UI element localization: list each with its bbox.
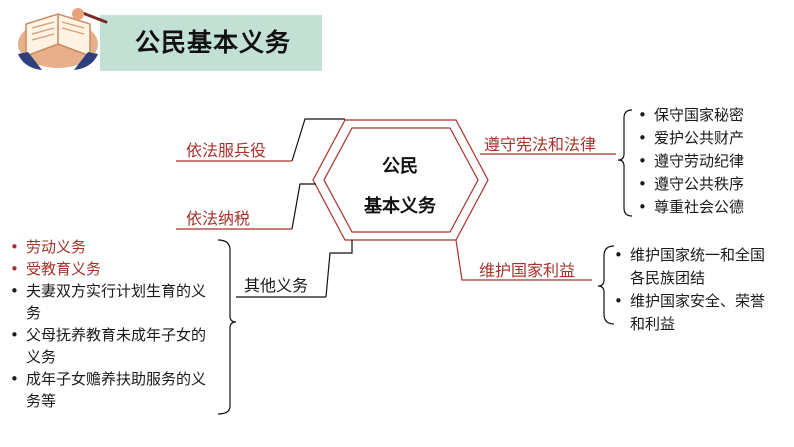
branch-other-duties: 其他义务 [244,276,309,295]
page-title: 公民基本义务 [135,28,292,57]
other-duties-list: 劳动义务 受教育义务 夫妻双方实行计划生育的义务 父母抚养教育未成年子女的义务 … [10,236,215,412]
list-item: 夫妻双方实行计划生育的义务 [10,280,215,324]
title-banner [100,15,322,71]
center-hexagon-inner [323,127,479,233]
constitution-duties-list: 保守国家秘密 爱护公共财产 遵守劳动纪律 遵守公共秩序 尊重社会公德 [638,104,744,219]
brace-national [597,245,615,325]
branch-pay-taxes: 依法纳税 [186,209,251,228]
list-item: 遵守劳动纪律 [638,150,744,173]
list-item: 维护国家安全、荣誉和利益 [614,290,774,336]
list-item: 维护国家统一和全国各民族团结 [614,244,774,290]
national-interest-list: 维护国家统一和全国各民族团结 维护国家安全、荣誉和利益 [614,244,774,336]
list-item: 爱护公共财产 [638,127,744,150]
center-label-line1: 公民 [382,156,418,177]
branch-obey-constitution: 遵守宪法和法律 [484,135,597,154]
list-item: 受教育义务 [10,258,215,280]
brace-constitution [617,109,633,217]
center-hexagon-outer [312,119,489,241]
list-item: 遵守公共秩序 [638,173,744,196]
list-item: 保守国家秘密 [638,104,744,127]
book-reading-icon [18,8,108,70]
list-item: 尊重社会公德 [638,196,744,219]
center-label-line2: 基本义务 [364,196,436,217]
list-item: 父母抚养教育未成年子女的义务 [10,324,215,368]
branch-national-interest: 维护国家利益 [479,261,576,280]
brace-other [217,239,237,415]
branch-military-service: 依法服兵役 [186,141,267,160]
list-item: 成年子女赡养扶助服务的义务等 [10,368,215,412]
list-item: 劳动义务 [10,236,215,258]
